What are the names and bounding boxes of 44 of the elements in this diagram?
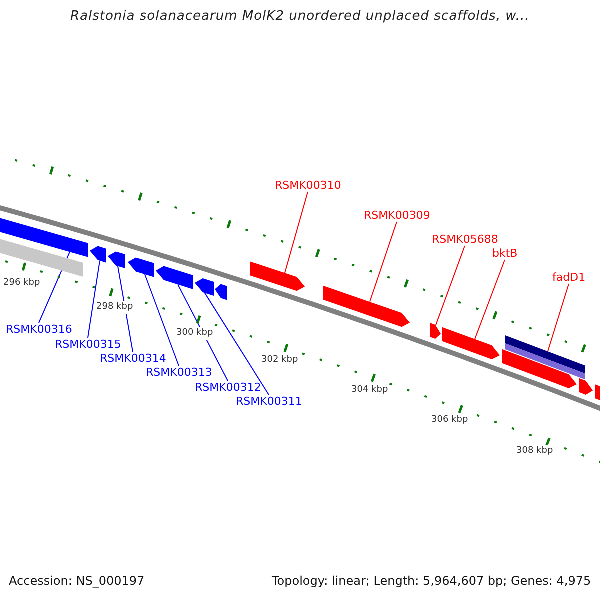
leader-line — [548, 284, 570, 352]
leader-line — [178, 284, 228, 382]
gene-label: RSMK00313 — [146, 366, 212, 379]
leader-line — [436, 246, 466, 326]
leader-line — [284, 192, 308, 274]
accession-text: Accession: NS_000197 — [9, 575, 145, 588]
title: Ralstonia solanacearum MolK2 unordered unplaced scaffolds, w... — [70, 10, 530, 23]
leader-line — [370, 222, 398, 302]
scale-label: 296 kbp — [4, 277, 40, 290]
scale-label: 302 kbp — [262, 354, 298, 367]
scale-label: 306 kbp — [432, 414, 468, 427]
gene-label: RSMK05688 — [432, 233, 498, 246]
gene-label: fadD1 — [552, 271, 586, 284]
leader-line — [88, 260, 100, 338]
gene-block — [215, 284, 227, 300]
gene-label: RSMK00314 — [100, 352, 166, 365]
gene-block — [90, 246, 106, 263]
scale-label: 298 kbp — [96, 301, 134, 314]
gene-block — [128, 258, 154, 278]
leader-line — [144, 274, 180, 366]
gene-block — [579, 378, 593, 395]
gene-block — [195, 278, 214, 296]
scale-label: 300 kbp — [176, 327, 214, 340]
gene-block — [442, 327, 500, 360]
gene-label: RSMK00316 — [6, 323, 72, 336]
gene-label: bktB — [492, 247, 518, 260]
gene-label: RSMK00311 — [236, 395, 302, 408]
gene-block — [430, 323, 441, 339]
leader-line — [474, 260, 506, 340]
gene-block — [323, 286, 410, 328]
gene-block — [108, 252, 125, 268]
gene-block — [250, 262, 305, 292]
scale-label: 308 kbp — [516, 445, 554, 458]
gene-block — [595, 384, 600, 404]
gene-block — [502, 349, 577, 388]
gene-label: RSMK00310 — [275, 179, 342, 192]
genome-info-text: Topology: linear; Length: 5,964,607 bp; Genes: 4,975 — [272, 575, 592, 588]
gene-label: RSMK00315 — [55, 338, 122, 351]
scale-label: 304 kbp — [352, 384, 388, 397]
gene-label: RSMK00309 — [364, 209, 430, 222]
gene-block — [156, 266, 193, 290]
gene-bar — [505, 335, 585, 380]
gene-label: RSMK00312 — [195, 381, 262, 394]
leader-line — [204, 292, 270, 396]
